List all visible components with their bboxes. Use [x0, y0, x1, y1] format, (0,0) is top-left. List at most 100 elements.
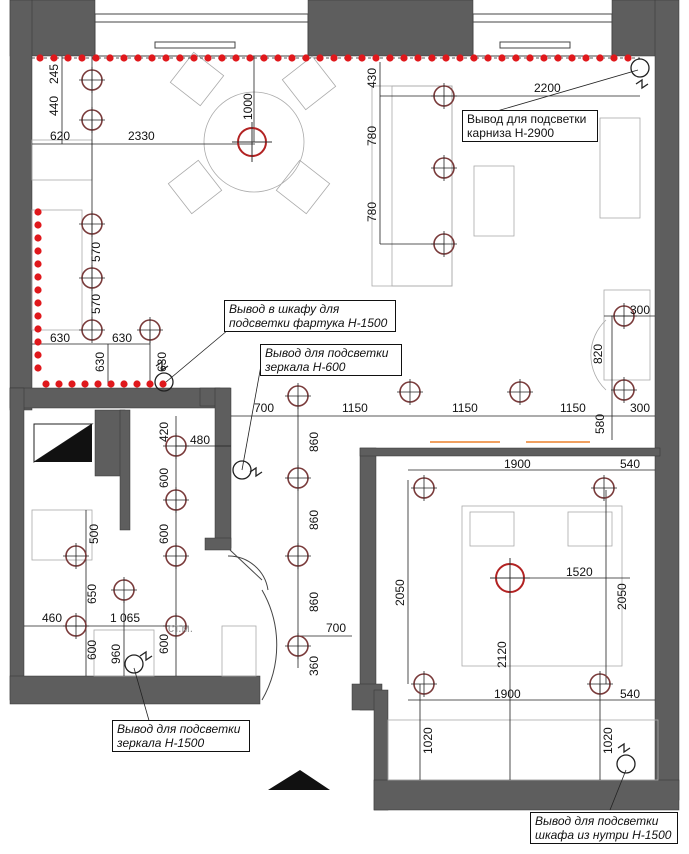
led-dot — [34, 338, 42, 346]
led-dot — [94, 380, 102, 388]
dim-label: 300 — [630, 401, 650, 415]
led-dot — [34, 260, 42, 268]
ceiling-fixtures — [63, 67, 637, 697]
led-dot — [34, 273, 42, 281]
dim-label: 540 — [620, 457, 640, 471]
led-dot — [34, 325, 42, 333]
note-cabinet-apron-lighting: Вывод в шкафу для подсветки фартука Н-15… — [224, 300, 396, 332]
dim-label: 360 — [307, 656, 321, 676]
dim-label: 860 — [307, 510, 321, 530]
dim-label: 1 065 — [110, 611, 140, 625]
led-dot — [260, 54, 268, 62]
chandelier-icon — [232, 122, 272, 162]
led-dot — [120, 380, 128, 388]
led-dot — [456, 54, 464, 62]
led-dot — [42, 380, 50, 388]
entrance-arrow-icon — [268, 770, 330, 790]
ceiling-light-icon — [591, 475, 617, 501]
ceiling-light-icon — [411, 475, 437, 501]
dim-label: 630 — [50, 331, 70, 345]
led-dot — [610, 54, 618, 62]
led-dot — [146, 380, 154, 388]
walls — [9, 0, 680, 811]
dim-label: 630 — [93, 352, 107, 372]
dim-label: 600 — [157, 468, 171, 488]
ceiling-light-icon — [285, 465, 311, 491]
note-line: карниза Н-2900 — [467, 126, 555, 140]
led-dot — [159, 380, 167, 388]
ceiling-light-icon — [79, 265, 105, 291]
led-dot — [34, 351, 42, 359]
dim-label: 2330 — [128, 129, 155, 143]
note-line: Вывод для подсветки — [265, 346, 389, 360]
dim-label: 700 — [326, 621, 346, 635]
dim-label: 600 — [157, 524, 171, 544]
led-dot — [484, 54, 492, 62]
led-dot — [148, 54, 156, 62]
led-dot — [36, 54, 44, 62]
led-dot — [540, 54, 548, 62]
note-cornice-lighting: Вывод для подсветки карниза Н-2900 — [462, 110, 598, 142]
ceiling-light-icon — [163, 613, 189, 639]
led-dot — [34, 299, 42, 307]
dim-label: 700 — [254, 401, 274, 415]
dim-label: 1150 — [452, 401, 478, 415]
note-line: подсветки фартука Н-1500 — [229, 316, 388, 330]
ceiling-light-icon — [431, 83, 457, 109]
dim-label: 780 — [365, 202, 379, 222]
dim-label: 2120 — [495, 641, 509, 668]
socket-outlet-icon — [616, 742, 636, 774]
led-dot — [204, 54, 212, 62]
led-dot — [81, 380, 89, 388]
led-dot — [133, 380, 141, 388]
ceiling-light-icon — [397, 379, 423, 405]
ceiling-light-icon — [79, 317, 105, 343]
ceiling-light-icon — [163, 433, 189, 459]
led-dot — [498, 54, 506, 62]
dim-label: 630 — [112, 331, 132, 345]
dim-label: 245 — [47, 64, 61, 84]
socket-outlet-icon — [232, 460, 263, 480]
ceiling-light-icon — [163, 543, 189, 569]
led-dot — [554, 54, 562, 62]
dim-label: 960 — [109, 644, 123, 664]
dim-label: 1020 — [601, 727, 615, 754]
led-dot — [64, 54, 72, 62]
led-dot — [624, 54, 632, 62]
led-dot — [400, 54, 408, 62]
dim-label: 430 — [365, 68, 379, 88]
note-bath-mirror-lighting: Вывод для подсветки зеркала Н-1500 — [112, 720, 250, 752]
led-dot — [442, 54, 450, 62]
ceiling-light-icon — [431, 155, 457, 181]
ceiling-light-icon — [79, 211, 105, 237]
dim-label: 600 — [85, 640, 99, 660]
dim-label: 440 — [47, 96, 61, 116]
dim-label: 570 — [89, 294, 103, 314]
led-dot — [34, 247, 42, 255]
dim-label: 570 — [89, 242, 103, 262]
led-dot — [50, 54, 58, 62]
led-dot — [470, 54, 478, 62]
note-line: Вывод для подсветки — [535, 814, 659, 828]
dim-label: 540 — [620, 687, 640, 701]
led-dot — [232, 54, 240, 62]
led-dot — [526, 54, 534, 62]
led-dot — [512, 54, 520, 62]
dim-label: 420 — [157, 422, 171, 442]
note-line: зеркала Н-1500 — [117, 736, 205, 750]
note-line: Вывод для подсветки — [117, 722, 241, 736]
socket-outlet-icon — [154, 360, 174, 392]
windows — [94, 13, 613, 57]
led-dot — [386, 54, 394, 62]
dim-label: 500 — [87, 524, 101, 544]
dim-label: 860 — [307, 592, 321, 612]
led-dot — [134, 54, 142, 62]
dim-label: 1900 — [494, 687, 521, 701]
ceiling-light-icon — [63, 543, 89, 569]
led-dot — [246, 54, 254, 62]
ceiling-light-icon — [611, 303, 637, 329]
led-dot — [372, 54, 380, 62]
led-dot — [106, 54, 114, 62]
ceiling-light-icon — [111, 577, 137, 603]
